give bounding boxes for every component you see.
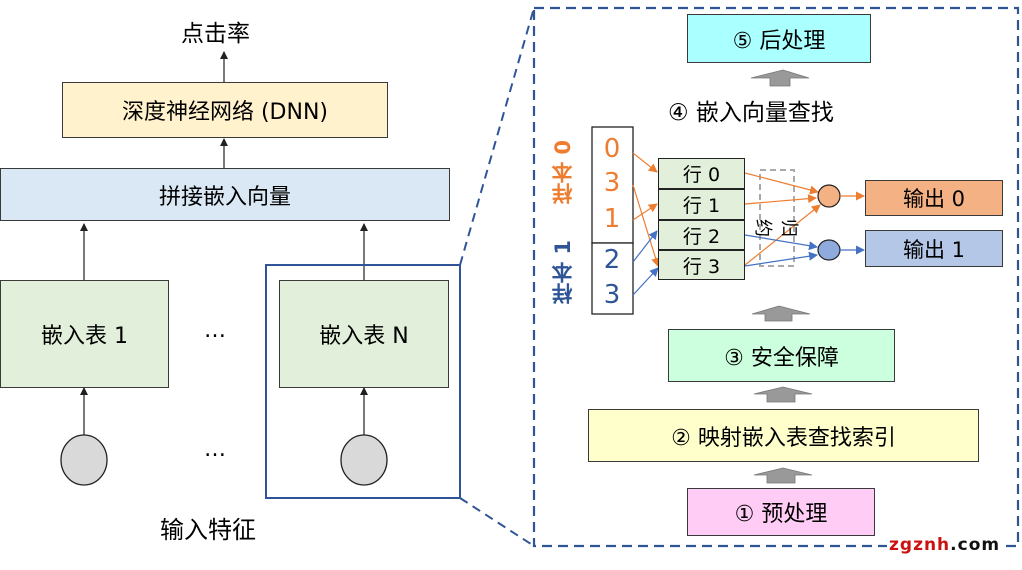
zoom-line-bottom — [459, 497, 535, 547]
embedding-row-2-label: 行 2 — [682, 225, 721, 248]
embedding-row-3-label: 行 3 — [682, 255, 721, 278]
arrow-row0-out0 — [744, 172, 819, 195]
embedding-row-1: 行 1 — [658, 189, 745, 220]
sample0-index-0: 0 — [603, 134, 621, 164]
concat-embedding-box: 拼接嵌入向量 — [0, 168, 450, 221]
embedding-row-0: 行 0 — [658, 158, 745, 189]
arrow-idx3-row3 — [632, 184, 660, 267]
output-1-label: 输出 1 — [902, 237, 966, 262]
input-feature-circle-n — [340, 434, 388, 486]
ctr-output-label: 点击率 — [181, 21, 250, 47]
embedding-table-n: 嵌入表 N — [279, 280, 449, 388]
sample1-index-1: 3 — [603, 280, 621, 310]
step5-postprocess-box: ⑤ 后处理 — [687, 14, 871, 63]
sample0-label: 样本 0 — [551, 140, 575, 204]
reduce-label: 归约 — [752, 219, 799, 239]
block-arrow-1-to-2 — [753, 467, 813, 484]
zoom-line-top — [459, 7, 535, 266]
dnn-label: 深度神经网络 (DNN) — [121, 100, 328, 125]
step1-preprocess-box: ① 预处理 — [687, 488, 875, 536]
arrow-idx0-row0 — [632, 152, 658, 173]
highlight-box — [265, 264, 461, 499]
arrow-idx2-row2 — [632, 230, 658, 263]
embedding-table-1-label: 嵌入表 1 — [41, 324, 128, 349]
arrow-row3-out1 — [744, 251, 818, 267]
embedding-row-0-label: 行 0 — [682, 164, 721, 186]
sample0-index-2: 1 — [603, 204, 621, 234]
sample1-index-0: 2 — [603, 245, 621, 275]
arrow-row3-out0 — [744, 204, 821, 266]
embedding-table-1: 嵌入表 1 — [0, 280, 169, 388]
ellipsis-inputs: … — [204, 437, 226, 462]
embedding-row-2: 行 2 — [658, 220, 745, 250]
block-arrow-3-to-4 — [751, 305, 811, 322]
step1-label: ① 预处理 — [734, 502, 828, 527]
block-arrow-2-to-3 — [753, 386, 813, 403]
reduce-node-sample1 — [817, 239, 841, 261]
reduce-node-sample0 — [817, 184, 841, 208]
embedding-row-3: 行 3 — [658, 250, 745, 280]
concat-label: 拼接嵌入向量 — [158, 184, 291, 210]
detail-frame — [532, 6, 1020, 548]
watermark: zgznh.com — [887, 535, 1003, 555]
dnn-box: 深度神经网络 (DNN) — [62, 82, 388, 138]
arrow-row2-out1 — [744, 234, 818, 251]
step4-embedding-lookup-label: ④ 嵌入向量查找 — [668, 100, 834, 126]
output-0-box: 输出 0 — [865, 180, 1003, 216]
arrow-row1-out0 — [744, 194, 817, 205]
reduce-box — [759, 169, 795, 267]
step2-label: ② 映射嵌入表查找索引 — [671, 425, 896, 451]
watermark-part2: .com — [950, 535, 1001, 555]
input-features-label: 输入特征 — [160, 516, 256, 544]
ellipsis-tables: … — [204, 318, 226, 343]
sample0-index-1: 3 — [603, 168, 621, 198]
block-arrow-4-to-5 — [750, 69, 810, 87]
step5-label: ⑤ 后处理 — [732, 28, 826, 54]
output-1-box: 输出 1 — [865, 230, 1003, 267]
step3-security-box: ③ 安全保障 — [668, 329, 895, 382]
index-box-sample1 — [591, 242, 634, 315]
index-box-sample0 — [591, 126, 634, 244]
arrow-idx3b-row3 — [632, 267, 659, 296]
embedding-row-1-label: 行 1 — [682, 195, 721, 217]
embedding-table-n-label: 嵌入表 N — [319, 324, 409, 349]
output-0-label: 输出 0 — [902, 187, 966, 211]
step2-mapping-box: ② 映射嵌入表查找索引 — [588, 409, 979, 462]
sample1-label: 样本 1 — [551, 240, 575, 304]
step3-label: ③ 安全保障 — [724, 345, 839, 371]
watermark-part1: zgznh — [889, 535, 951, 555]
arrow-idx1-row1 — [632, 203, 658, 221]
input-feature-circle-1 — [60, 434, 108, 486]
